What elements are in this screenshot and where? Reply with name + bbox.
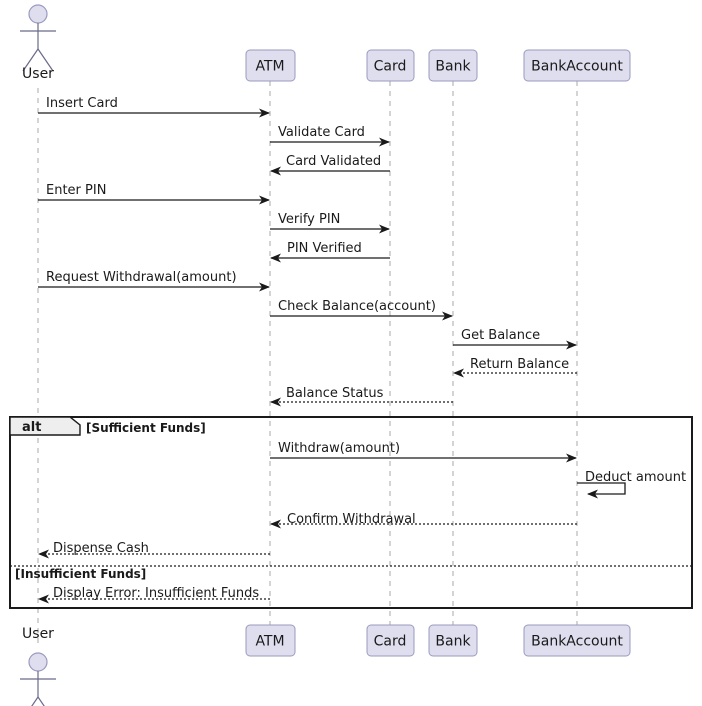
message-5[interactable]: Verify PIN [270, 212, 390, 234]
message-8[interactable]: Check Balance(account) [270, 299, 453, 321]
message-label: Confirm Withdrawal [287, 512, 416, 527]
participant-label-card: Card [374, 59, 407, 75]
message-12[interactable]: Withdraw(amount) [270, 441, 577, 463]
message-4[interactable]: Enter PIN [38, 183, 270, 205]
message-3[interactable]: Card Validated [270, 154, 390, 176]
actor-head-icon [28, 4, 48, 24]
message-label: Dispense Cash [53, 541, 149, 556]
actor-user[interactable]: User [20, 4, 56, 82]
message-label: Display Error: Insufficient Funds [53, 586, 259, 601]
participant-box-card[interactable] [366, 49, 415, 82]
message-9[interactable]: Get Balance [453, 328, 577, 350]
participant-atm[interactable]: ATM [245, 49, 296, 82]
message-16[interactable]: Display Error: Insufficient Funds [38, 586, 270, 604]
actor-leg-left [31, 696, 39, 706]
participant-label-bankaccount: BankAccount [531, 634, 623, 650]
participant-label-card: Card [374, 634, 407, 650]
message-13[interactable]: Deduct amount [577, 470, 686, 499]
participant-label-bankaccount: BankAccount [531, 59, 623, 75]
message-1[interactable]: Insert Card [38, 96, 270, 118]
participant-card[interactable]: Card [366, 624, 415, 657]
message-7[interactable]: Request Withdrawal(amount) [38, 270, 270, 292]
participant-label-bank: Bank [435, 59, 471, 75]
participant-bank[interactable]: Bank [428, 624, 478, 657]
actor-leg-right [37, 48, 54, 72]
alt-frame-outline [9, 416, 693, 609]
message-14[interactable]: Confirm Withdrawal [270, 512, 577, 529]
alt-guard-0: [Sufficient Funds] [86, 421, 206, 435]
participant-box-bank[interactable] [428, 49, 478, 82]
message-label: Enter PIN [46, 183, 106, 198]
alt-frame-tab [9, 416, 81, 436]
message-6[interactable]: PIN Verified [270, 241, 390, 263]
message-10[interactable]: Return Balance [453, 357, 577, 378]
message-label: Balance Status [286, 386, 384, 401]
participant-box-card[interactable] [366, 624, 415, 657]
message-label: Withdraw(amount) [278, 441, 400, 456]
participant-bank[interactable]: Bank [428, 49, 478, 82]
participant-box-bankaccount[interactable] [523, 49, 631, 82]
participant-box-bank[interactable] [428, 624, 478, 657]
actor-label-user: User [22, 626, 54, 642]
participant-label-atm: ATM [255, 59, 284, 75]
participant-box-atm[interactable] [245, 624, 296, 657]
participants-top-layer: User ATM Card Bank BankAccount [20, 4, 631, 82]
participant-box-atm[interactable] [245, 49, 296, 82]
message-label: Insert Card [46, 96, 118, 111]
alt-fragment: alt [Sufficient Funds] [Insufficient Funds… [9, 416, 693, 609]
message-11[interactable]: Balance Status [270, 386, 453, 407]
message-label: PIN Verified [287, 241, 362, 256]
message-self-line [577, 482, 626, 499]
participant-label-atm: ATM [255, 634, 284, 650]
message-15[interactable]: Dispense Cash [38, 541, 270, 559]
actor-user[interactable]: User [20, 626, 56, 706]
message-2[interactable]: Validate Card [270, 125, 390, 147]
message-label: Check Balance(account) [278, 299, 436, 314]
message-label: Return Balance [470, 357, 569, 372]
participant-bankaccount[interactable]: BankAccount [523, 49, 631, 82]
participant-atm[interactable]: ATM [245, 624, 296, 657]
participant-box-bankaccount[interactable] [523, 624, 631, 657]
message-label: Validate Card [278, 125, 365, 140]
alt-operator-label: alt [22, 420, 41, 435]
actor-head-icon [28, 652, 48, 672]
message-label: Card Validated [286, 154, 381, 169]
message-label: Request Withdrawal(amount) [46, 270, 237, 285]
actor-leg-left [22, 48, 39, 72]
alt-guard-1: [Insufficient Funds] [15, 567, 146, 581]
message-label: Get Balance [461, 328, 540, 343]
participant-bankaccount[interactable]: BankAccount [523, 624, 631, 657]
actor-leg-right [37, 696, 45, 706]
message-label: Verify PIN [278, 212, 340, 227]
message-label: Deduct amount [585, 470, 686, 485]
participant-label-bank: Bank [435, 634, 471, 650]
actor-label-user: User [22, 66, 54, 82]
participant-card[interactable]: Card [366, 49, 415, 82]
